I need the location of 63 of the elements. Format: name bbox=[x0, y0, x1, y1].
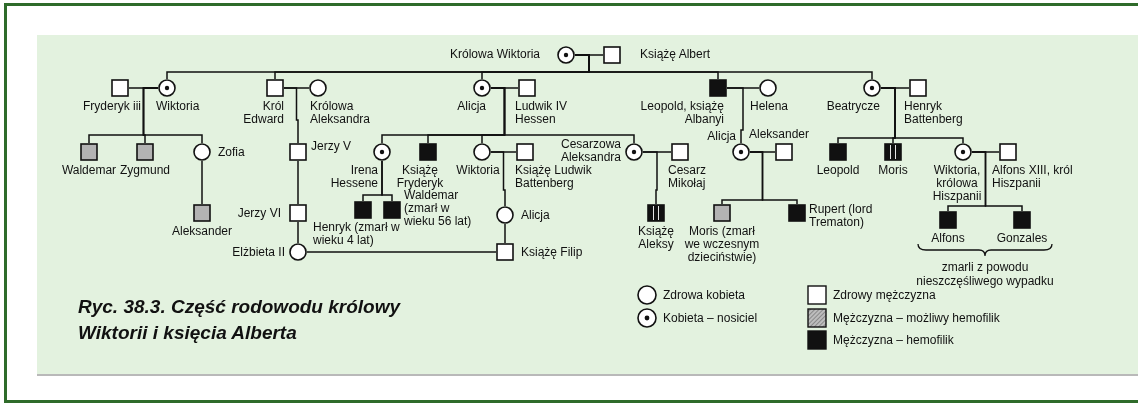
person-name: Jerzy VI bbox=[237, 207, 281, 220]
descent-line bbox=[749, 151, 798, 205]
person-name: Henryk (zmarł w wieku 4 lat) bbox=[313, 221, 401, 247]
person-name: Rupert (lord Trematon) bbox=[809, 203, 874, 229]
person-name: Helena bbox=[750, 100, 789, 113]
person-name: Królowa Wiktoria bbox=[449, 48, 540, 61]
person-name: Książę Aleksy bbox=[637, 225, 675, 251]
descent-line bbox=[297, 160, 299, 205]
person-name: Leopold bbox=[816, 164, 860, 177]
descent-line bbox=[574, 54, 873, 80]
descent-line bbox=[201, 160, 203, 205]
person-name: Książę Ludwik Battenberg bbox=[515, 164, 593, 190]
person-name: Gonzales bbox=[996, 232, 1048, 245]
descent-line bbox=[971, 151, 1023, 212]
legend-label: Zdrowa kobieta bbox=[663, 287, 746, 304]
person-name: Henryk Battenberg bbox=[904, 100, 964, 126]
note: zmarli z powodu nieszczęśliwego wypadku bbox=[915, 260, 1055, 288]
descent-line bbox=[642, 151, 658, 205]
person-name: Wiktoria bbox=[156, 100, 200, 113]
person-name: Książę Filip bbox=[521, 246, 583, 259]
person-name: Książę Fryderyk bbox=[395, 164, 444, 190]
descent-line bbox=[880, 87, 964, 144]
person-name: Alfons XIII, król Hiszpanii bbox=[992, 164, 1074, 190]
person-name: Waldemar bbox=[61, 164, 117, 177]
person-name: Elżbieta II bbox=[232, 246, 285, 259]
descent-line bbox=[490, 87, 635, 144]
person-name: Zofia bbox=[218, 146, 245, 159]
descent-line bbox=[504, 223, 506, 244]
person-name: Leopold, książę Albanyi bbox=[639, 100, 724, 126]
person-name: Alicja bbox=[457, 100, 486, 113]
legend-label: Kobieta – nosiciel bbox=[663, 310, 758, 327]
descent-line bbox=[142, 87, 203, 144]
caption: Ryc. 38.3. Część rodowodu królowy Wiktorii i księcia Alberta bbox=[78, 295, 402, 345]
person-name: Beatrycze bbox=[826, 100, 880, 113]
person-name: Fryderyk iii bbox=[83, 100, 141, 113]
person-name: Cesarz Mikołaj bbox=[668, 164, 707, 190]
descent-line bbox=[297, 221, 299, 244]
person-name: Wiktoria, królowa Hiszpanii bbox=[931, 164, 983, 203]
person-name: Cesarzowa Aleksandra bbox=[559, 138, 621, 164]
person-name: Książę Albert bbox=[640, 48, 711, 61]
person-name: Królowa Aleksandra bbox=[310, 100, 372, 126]
person-name: Jerzy V bbox=[311, 140, 351, 153]
person-name: Aleksander bbox=[172, 225, 232, 238]
legend-label: Mężczyzna – możliwy hemofilik bbox=[833, 310, 1000, 327]
person-name: Moris bbox=[878, 164, 908, 177]
person-name: Król Edward bbox=[242, 100, 284, 126]
person-name: Wiktoria bbox=[456, 164, 500, 177]
person-name: Ludwik IV Hessen bbox=[515, 100, 569, 126]
person-name: Alicja bbox=[521, 209, 550, 222]
marriage-line bbox=[306, 251, 497, 253]
person-name: Zygmund bbox=[120, 164, 170, 177]
person-name: Alfons bbox=[931, 232, 965, 245]
descent-line bbox=[490, 151, 506, 207]
descent-line bbox=[283, 87, 299, 144]
person-name: Aleksander bbox=[749, 128, 810, 141]
descent-line bbox=[726, 87, 744, 144]
person-name: Alicja bbox=[707, 130, 736, 143]
legend-label: Zdrowy mężczyzna bbox=[833, 288, 936, 304]
descent-line bbox=[381, 160, 393, 202]
person-name: Waldemar (zmarł w wieku 56 lat) bbox=[404, 189, 473, 228]
person-name: Moris (zmarł we wczesnym dzieciństwie) bbox=[683, 225, 761, 264]
person-name: Irena Hessene bbox=[329, 164, 378, 190]
legend-label: Mężczyzna – hemofilik bbox=[833, 332, 954, 349]
